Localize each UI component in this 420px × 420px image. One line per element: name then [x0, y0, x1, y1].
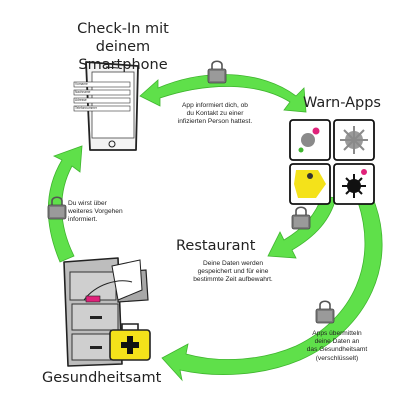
- heading-warn-apps: Warn-Apps: [303, 95, 381, 111]
- note-line: informiert.: [68, 216, 98, 224]
- note-app-info: App informiert dich, ob du Kontakt zu ei…: [160, 102, 270, 127]
- note-line: Deine Daten werden: [202, 260, 264, 267]
- note-line: Du wirst über: [68, 200, 107, 207]
- note-line: Apps übermitteln: [312, 330, 362, 337]
- smartphone-icon: [73, 61, 139, 151]
- arrow-phone-to-warnapps: [139, 74, 307, 113]
- virus-icon: [312, 127, 320, 135]
- virus-icon: [298, 147, 304, 153]
- medical-case-icon: [109, 323, 151, 361]
- note-daten-gespeichert: Deine Daten werden gespeichert und für e…: [178, 260, 288, 285]
- virus-icon: [294, 170, 326, 198]
- note-line: App informiert dich, ob: [182, 102, 248, 109]
- warn-apps-icons: [289, 119, 375, 205]
- heading-restaurant: Restaurant: [176, 238, 256, 254]
- virus-icon: [342, 174, 366, 198]
- lock-icon: [47, 196, 67, 220]
- note-line: gespeichert und für eine: [197, 268, 269, 276]
- note-line: bestimmte Zeit aufbewahrt.: [193, 276, 273, 284]
- note-line: deine Daten an: [314, 338, 360, 346]
- note-vorgehen: Du wirst über weiteres Vorgehen informie…: [68, 200, 128, 225]
- form-field-label: Vorname: [75, 82, 88, 86]
- lock-icon: [291, 206, 311, 230]
- lock-icon: [315, 300, 335, 324]
- arrow-amt-to-phone: [47, 145, 83, 263]
- form-field-label: Adresse: [75, 98, 87, 102]
- heading-checkin: Check-In mit deinem Smartphone: [48, 20, 198, 74]
- note-apps-uebermitteln: Apps übermitteln deine Daten an das Gesu…: [292, 330, 382, 363]
- form-field-label: Nachname: [75, 90, 91, 94]
- form-field-label: Telefonnummer: [75, 106, 97, 110]
- arrow-warnapps-to-amt: [161, 195, 383, 382]
- virus-icon: [340, 126, 368, 154]
- heading-checkin-line1: Check-In mit deinem: [77, 21, 169, 55]
- virus-icon: [301, 133, 315, 147]
- lock-icon: [207, 60, 227, 84]
- note-line: infizierten Person hattest.: [177, 118, 253, 126]
- note-line: weiteres Vorgehen: [68, 208, 123, 216]
- heading-gesundheitsamt: Gesundheitsamt: [42, 370, 162, 386]
- note-line: du Kontakt zu einer: [186, 110, 244, 118]
- note-line: das Gesundheitsamt: [306, 346, 368, 354]
- heading-checkin-line2: Smartphone: [78, 57, 168, 73]
- note-line: (verschlüsselt): [315, 354, 359, 362]
